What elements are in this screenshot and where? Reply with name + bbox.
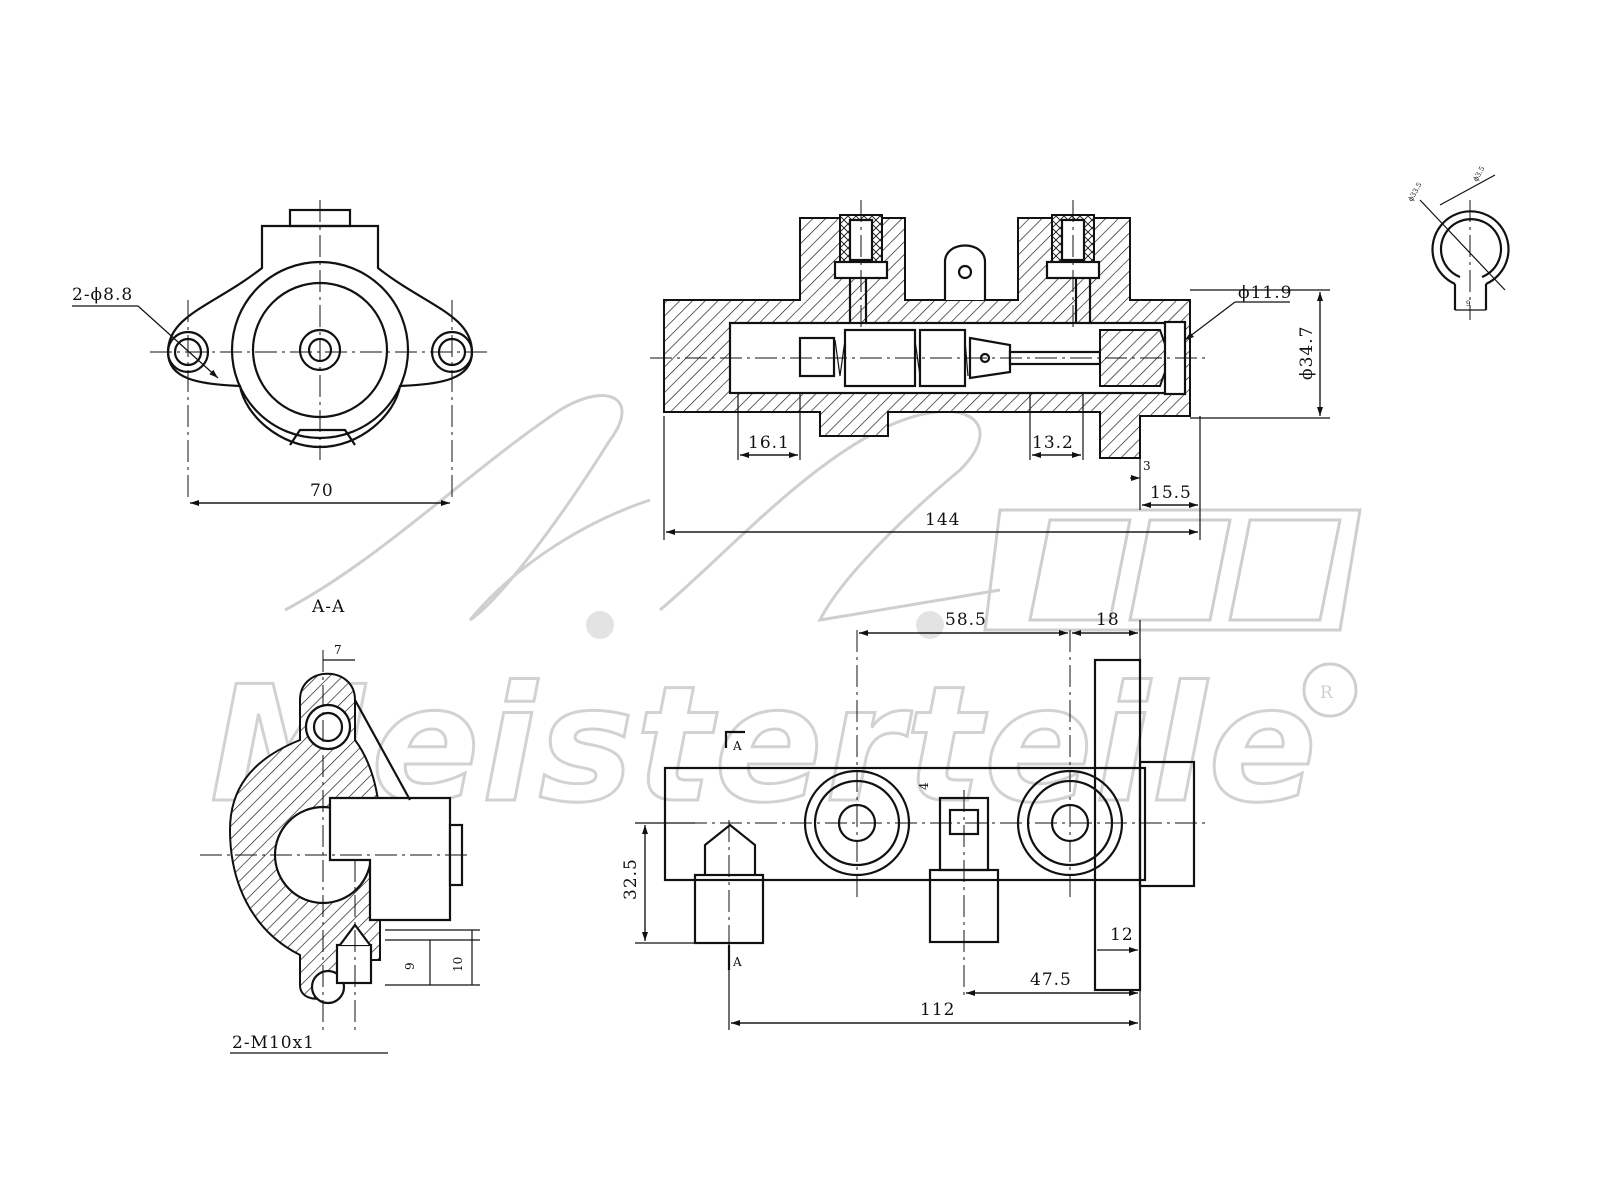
dim-15-5: 15.5	[1150, 483, 1192, 503]
dim-width-70: 70	[310, 481, 334, 501]
detail-dim-a: ϕ33.5	[1407, 181, 1424, 203]
top-view: 58.5 18 4 32.5 12 47.5 112 A A	[621, 610, 1210, 1030]
dim-9: 9	[403, 962, 417, 970]
section-main-view: 144 16.1 13.2 3 15.5 ϕ34.7 ϕ11.9	[650, 200, 1330, 540]
dim-112: 112	[920, 1000, 955, 1020]
cut-mark-top: A	[732, 739, 742, 753]
dim-length-144: 144	[925, 510, 960, 530]
dim-58-5: 58.5	[945, 610, 987, 630]
section-aa-title: A-A	[311, 597, 345, 617]
cut-mark-bottom: A	[732, 955, 742, 969]
dim-thread: 2-M10x1	[232, 1033, 315, 1053]
dim-7: 7	[334, 643, 342, 657]
dim-18: 18	[1096, 610, 1120, 630]
section-aa-view: A-A 7 9 10 2-M10x1	[200, 597, 480, 1054]
dim-32-5: 32.5	[621, 858, 641, 900]
watermark-registered: R	[1320, 683, 1334, 703]
dim-4: 4	[917, 782, 931, 790]
watermark: Meisterteile R	[209, 394, 1362, 840]
dim-holes: 2-ϕ8.8	[72, 285, 133, 305]
dim-10: 10	[451, 957, 465, 972]
dim-outer-dia: ϕ34.7	[1297, 326, 1317, 380]
dim-13-2: 13.2	[1032, 433, 1074, 453]
dim-12: 12	[1110, 925, 1134, 945]
dim-3: 3	[1143, 459, 1151, 473]
front-view: 70 2-ϕ8.8	[72, 200, 490, 506]
dim-47-5: 47.5	[1030, 970, 1072, 990]
dim-16-1: 16.1	[748, 433, 790, 453]
detail-dim-c: 9	[1466, 300, 1470, 308]
dim-bore-dia: ϕ11.9	[1238, 283, 1292, 303]
detail-view: ϕ33.5 ϕ3.5 9	[1407, 165, 1510, 320]
